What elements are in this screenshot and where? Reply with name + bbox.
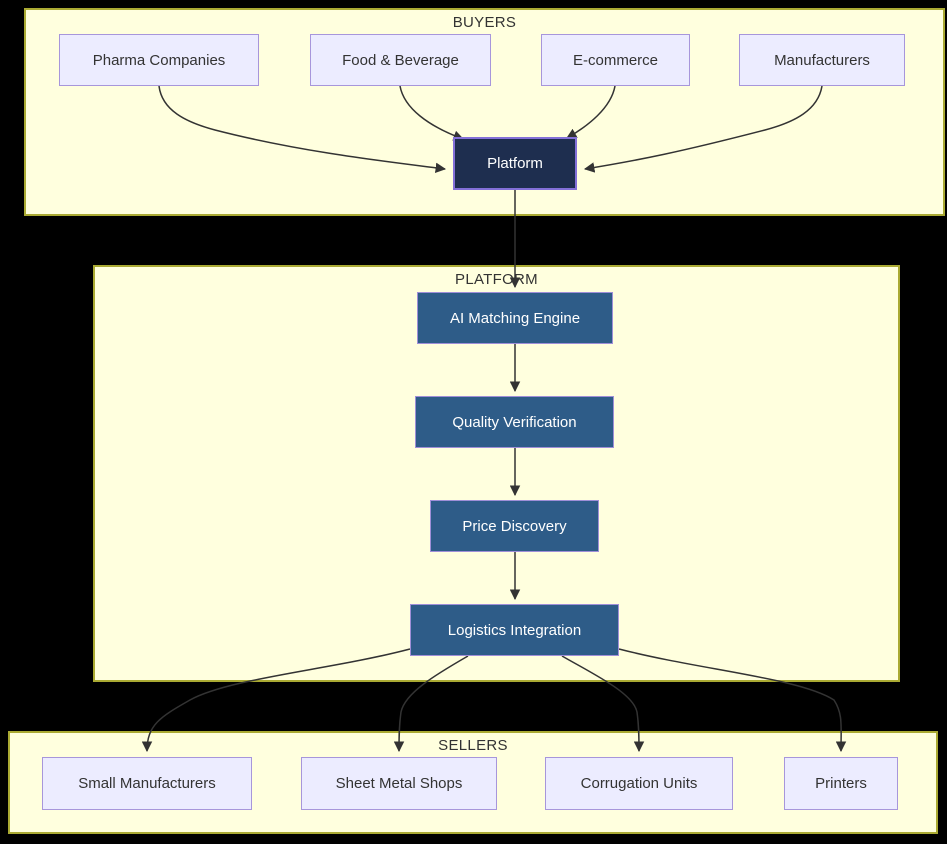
- seller-node-sheet-metal-shops: Sheet Metal Shops: [301, 757, 497, 810]
- section-buyers-label: BUYERS: [452, 14, 517, 31]
- platform-hub-node: Platform: [453, 137, 577, 190]
- buyer-node-pharma-companies: Pharma Companies: [59, 34, 259, 86]
- process-node-ai-matching-engine: AI Matching Engine: [417, 292, 613, 344]
- seller-node-small-manufacturers: Small Manufacturers: [42, 757, 252, 810]
- buyer-node-food-beverage: Food & Beverage: [310, 34, 491, 86]
- seller-node-printers: Printers: [784, 757, 898, 810]
- process-node-quality-verification: Quality Verification: [415, 396, 614, 448]
- seller-node-corrugation-units: Corrugation Units: [545, 757, 733, 810]
- section-sellers-label: SELLERS: [438, 737, 508, 754]
- buyer-node-ecommerce: E-commerce: [541, 34, 690, 86]
- section-platform-label: PLATFORM: [455, 271, 538, 288]
- process-node-logistics-integration: Logistics Integration: [410, 604, 619, 656]
- buyer-node-manufacturers: Manufacturers: [739, 34, 905, 86]
- process-node-price-discovery: Price Discovery: [430, 500, 599, 552]
